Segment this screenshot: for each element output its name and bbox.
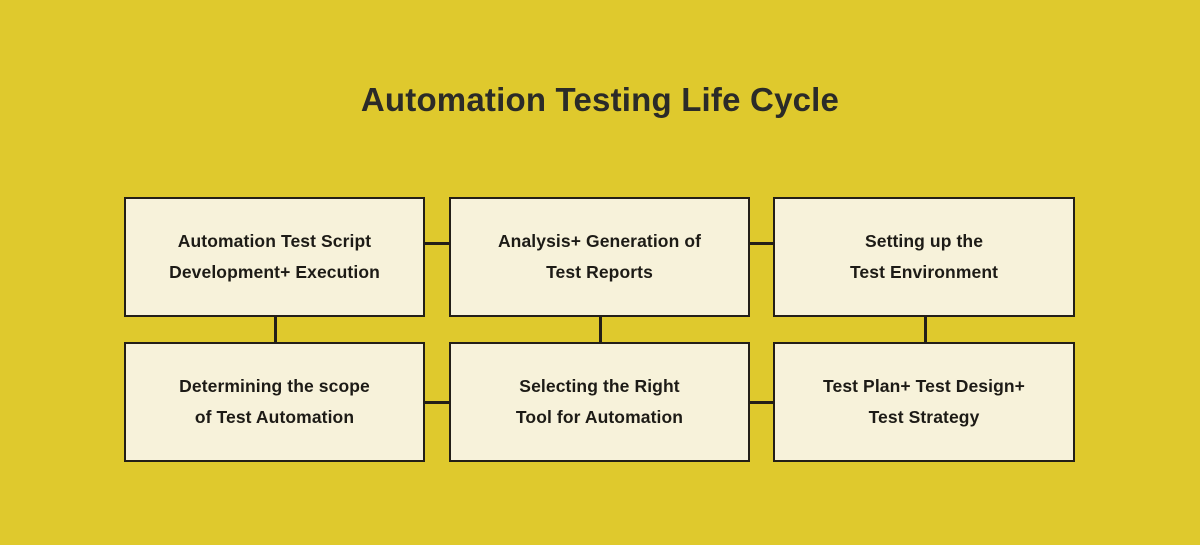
- flow-node-label-line2: Tool for Automation: [515, 407, 684, 427]
- connector-line-horizontal: [425, 401, 449, 404]
- connector-line-vertical: [274, 317, 277, 342]
- flow-node-label-line1: Test Plan+ Test Design+: [823, 376, 1025, 396]
- flow-node-label-line1: Setting up the: [864, 231, 984, 251]
- page-title: Automation Testing Life Cycle: [360, 81, 840, 118]
- connector-line-vertical: [924, 317, 927, 342]
- flow-node-test-plan-design-strategy[interactable]: Test Plan+ Test Design+ Test Strategy: [773, 342, 1075, 462]
- flow-node-label-line1: Automation Test Script: [177, 231, 372, 251]
- flow-node-label-line1: Analysis+ Generation of: [497, 231, 702, 251]
- connector-line-horizontal: [425, 242, 449, 245]
- flow-node-label-line2: of Test Automation: [194, 407, 355, 427]
- connector-line-horizontal: [750, 401, 773, 404]
- flow-node-label-line2: Test Environment: [849, 262, 999, 282]
- flow-node-automation-test-script[interactable]: Automation Test Script Development+ Exec…: [124, 197, 425, 317]
- flow-node-label-line2: Test Strategy: [868, 407, 980, 427]
- flow-node-setting-up-test-environment[interactable]: Setting up the Test Environment: [773, 197, 1075, 317]
- flow-node-label-line2: Development+ Execution: [169, 262, 380, 282]
- connector-line-vertical: [599, 317, 602, 342]
- flow-node-determining-scope[interactable]: Determining the scope of Test Automation: [124, 342, 425, 462]
- flow-node-selecting-right-tool[interactable]: Selecting the Right Tool for Automation: [449, 342, 750, 462]
- flow-node-label-line1: Determining the scope: [179, 376, 370, 396]
- flow-node-label-line2: Test Reports: [546, 262, 653, 282]
- flow-node-label-line1: Selecting the Right: [519, 376, 680, 396]
- flow-node-analysis-generation-reports[interactable]: Analysis+ Generation of Test Reports: [449, 197, 750, 317]
- connector-line-horizontal: [750, 242, 773, 245]
